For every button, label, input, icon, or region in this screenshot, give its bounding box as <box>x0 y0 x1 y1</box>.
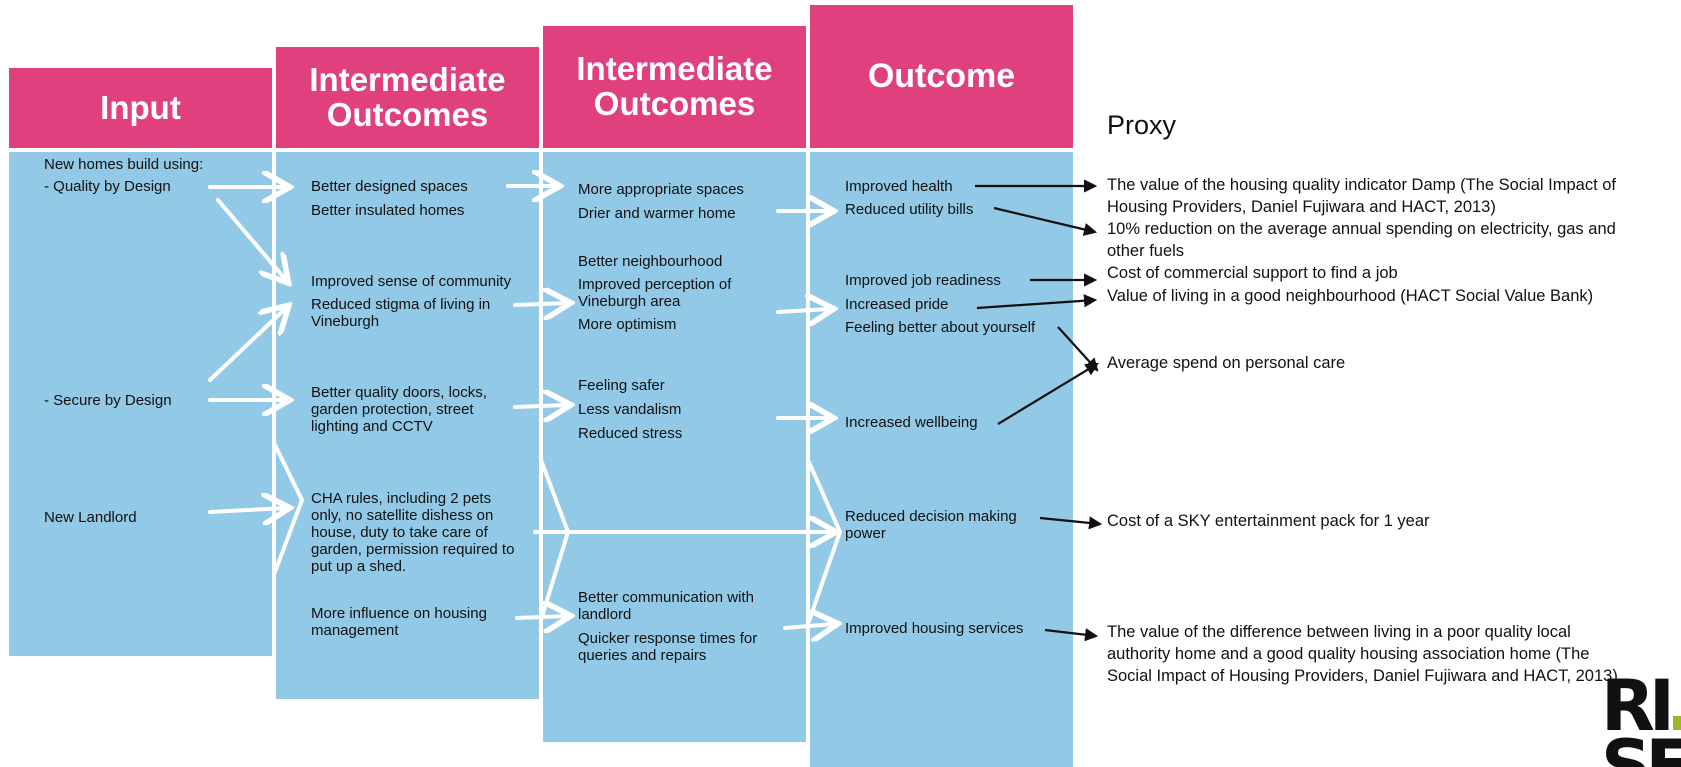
arrow-community-to-neighbourhood <box>513 303 567 305</box>
intermediate2-item-6: Less vandalism <box>578 401 682 418</box>
input-column: Input <box>9 68 272 656</box>
arrow-quicker-to-services <box>783 624 834 628</box>
arrow-decision-to-proxy <box>1039 516 1103 530</box>
intermediate-header-1: Intermediate Outcomes <box>276 47 539 148</box>
intermediate-body-1 <box>276 152 539 699</box>
outcome-body <box>810 152 1073 767</box>
outcome-item-reduced-utility-bills: Reduced utility bills <box>845 201 974 218</box>
input-body <box>9 152 272 656</box>
intermediate2-item-2: Better neighbourhood <box>578 253 723 270</box>
input-item-quality-by-design: - Quality by Design <box>44 178 171 195</box>
rise-logo-text: RI SE <box>1601 676 1681 767</box>
input-item-secure-by-design: - Secure by Design <box>44 392 172 409</box>
outcome-item-increased-wellbeing: Increased wellbeing <box>845 414 978 431</box>
intermediate-column-2: Intermediate Outcomes <box>543 26 806 742</box>
rise-logo: RI SE <box>1601 676 1681 767</box>
divider-line-2 <box>539 458 571 622</box>
input-header: Input <box>9 68 272 148</box>
arrow-wellbeing-to-proxy <box>997 362 1099 425</box>
arrow-neighbourhood-to-pride <box>776 309 830 312</box>
arrow-doors-to-safer <box>513 405 567 407</box>
intermediate-body-2 <box>543 152 806 742</box>
outcome-header: Outcome <box>810 5 1073 148</box>
intermediate1-item-6: More influence on housing management <box>311 605 487 639</box>
proxy-item-personal-care: Average spend on personal care <box>1107 354 1346 372</box>
proxy-item-damp: The value of the housing quality indicat… <box>1107 176 1617 216</box>
proxy-item-neighbourhood: Value of living in a good neighbourhood … <box>1107 287 1594 305</box>
intermediate2-item-5: Feeling safer <box>578 377 665 394</box>
intermediate2-item-3: Improved perception of Vineburgh area <box>578 276 732 310</box>
arrow-landlord-to-rules <box>208 508 286 512</box>
intermediate2-item-8: Better communication with landlord <box>578 589 754 623</box>
divider-line-3 <box>806 458 843 626</box>
outcome-item-improved-health: Improved health <box>845 178 953 195</box>
proxy-item-job-support: Cost of commercial support to find a job <box>1107 264 1398 282</box>
outcome-item-job-readiness: Improved job readiness <box>845 272 1001 289</box>
proxy-item-utility: 10% reduction on the average annual spen… <box>1107 220 1616 260</box>
proxy-item-sky-pack: Cost of a SKY entertainment pack for 1 y… <box>1107 512 1430 530</box>
arrow-feeling-to-proxy <box>1057 326 1099 372</box>
intermediate1-item-0: Better designed spaces <box>311 178 468 195</box>
input-item-new-homes: New homes build using: <box>44 156 204 173</box>
outcome-item-feeling-better: Feeling better about yourself <box>845 319 1036 336</box>
intermediate1-item-3: Reduced stigma of living in Vineburgh <box>311 296 491 330</box>
intermediate1-item-5: CHA rules, including 2 pets only, no sat… <box>311 490 515 575</box>
intermediate2-item-0: More appropriate spaces <box>578 181 744 198</box>
intermediate1-item-2: Improved sense of community <box>311 273 512 290</box>
rise-logo-dot <box>1673 716 1681 730</box>
outcome-item-decision-making: Reduced decision making power <box>845 508 1017 542</box>
intermediate2-item-9: Quicker response times for queries and r… <box>578 630 758 664</box>
arrow-quality-to-community <box>216 198 286 280</box>
intermediate2-item-1: Drier and warmer home <box>578 205 736 222</box>
intermediate1-item-1: Better insulated homes <box>311 202 465 219</box>
arrow-pride-to-proxy <box>976 294 1098 310</box>
arrow-bills-to-proxy <box>993 206 1098 236</box>
arrow-services-to-proxy <box>1044 628 1099 642</box>
intermediate-header-2: Intermediate Outcomes <box>543 26 806 148</box>
outcome-column: Outcome <box>810 5 1073 767</box>
input-item-new-landlord: New Landlord <box>44 509 137 526</box>
divider-line-1 <box>273 443 305 574</box>
intermediate1-item-4: Better quality doors, locks, garden prot… <box>311 384 487 435</box>
proxy-item-housing-quality: The value of the difference between livi… <box>1107 623 1618 685</box>
intermediate2-item-4: More optimism <box>578 316 677 333</box>
outcome-item-housing-services: Improved housing services <box>845 620 1024 637</box>
outcome-item-increased-pride: Increased pride <box>845 296 949 313</box>
proxy-header: Proxy <box>1107 110 1177 140</box>
arrow-influence-to-communication <box>515 616 567 618</box>
intermediate2-item-7: Reduced stress <box>578 425 683 442</box>
intermediate-column-1: Intermediate Outcomes <box>276 47 539 699</box>
arrow-secure-to-community <box>208 308 286 382</box>
